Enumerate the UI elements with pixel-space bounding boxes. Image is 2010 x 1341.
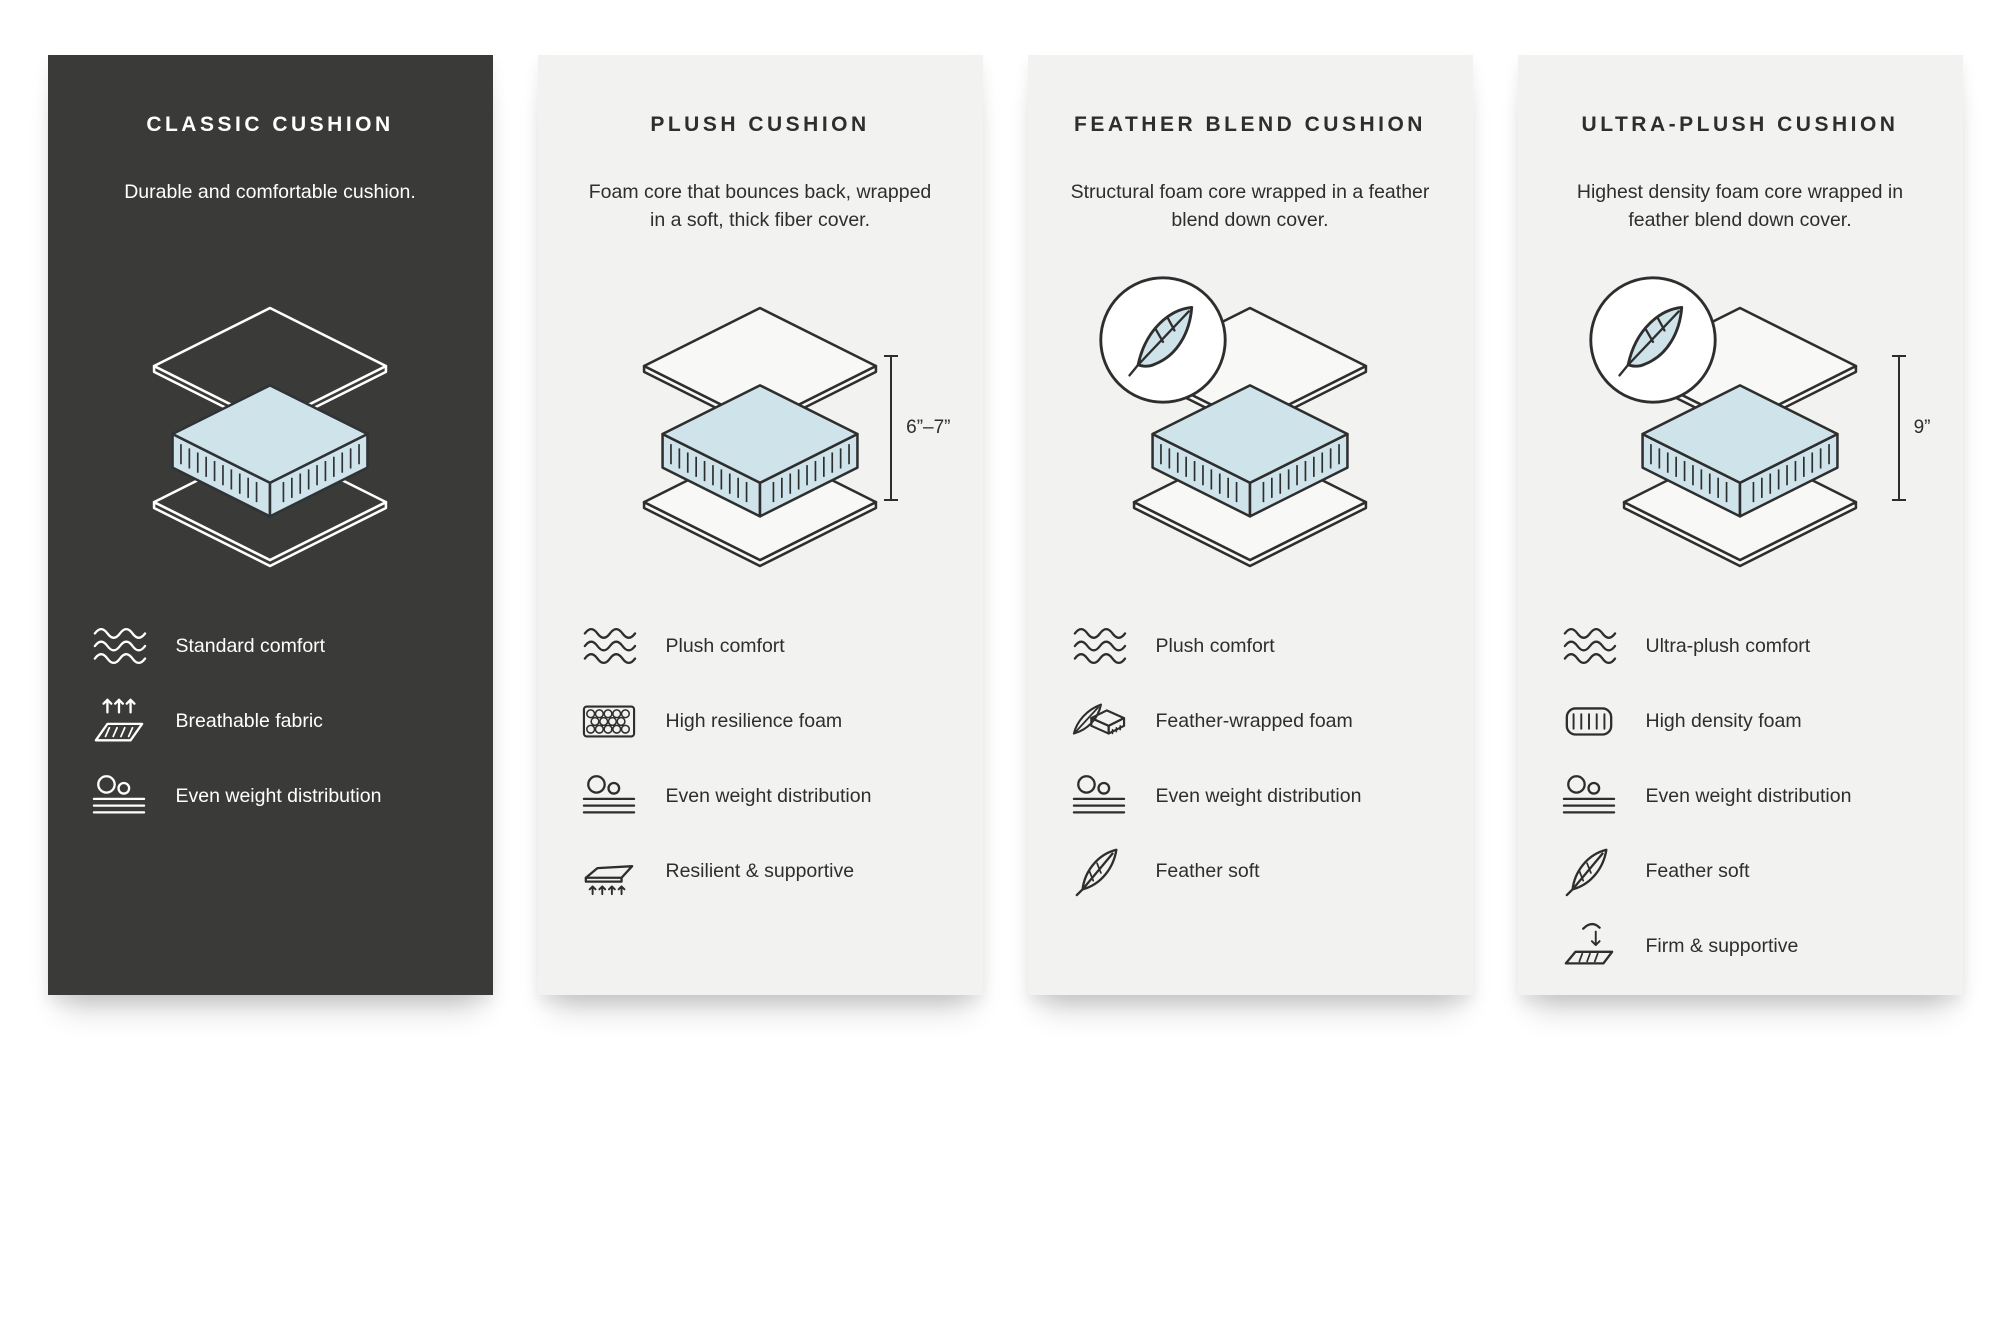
feature-label: Feather soft	[1155, 859, 1260, 882]
feature-label: Standard comfort	[175, 634, 326, 657]
feature-label: Even weight distribution	[175, 784, 382, 807]
waves-icon	[576, 619, 642, 673]
even-weight-icon	[1556, 769, 1622, 823]
cushion-illustration	[1066, 291, 1435, 583]
card-description: Durable and comfortable cushion.	[124, 181, 416, 203]
card-description: Foam core that bounces back, wrapped in …	[588, 181, 932, 231]
cushion-comparison-infographic: CLASSIC CUSHION Durable and comfortable …	[47, 55, 1963, 995]
density-foam-icon	[1556, 694, 1622, 748]
feather-foam-icon	[1066, 694, 1132, 748]
waves-icon	[1066, 619, 1132, 673]
feature-row: Resilient & supportive	[576, 844, 945, 898]
feature-row: Firm & supportive	[1556, 919, 1925, 973]
even-weight-icon	[1066, 769, 1132, 823]
cushion-layers-graphic	[634, 304, 886, 570]
feature-row: High resilience foam	[576, 694, 945, 748]
feature-row: Even weight distribution	[576, 769, 945, 823]
waves-icon	[1556, 619, 1622, 673]
waves-icon	[86, 619, 152, 673]
feature-label: High resilience foam	[665, 709, 843, 732]
feature-row: High density foam	[1556, 694, 1925, 748]
feature-label: Even weight distribution	[665, 784, 872, 807]
card-classic-cushion: CLASSIC CUSHION Durable and comfortable …	[47, 55, 493, 995]
feature-row: Even weight distribution	[1066, 769, 1435, 823]
cushion-illustration: 6”–7”	[576, 291, 951, 583]
feature-row: Standard comfort	[86, 619, 455, 673]
feature-label: Breathable fabric	[175, 709, 323, 732]
height-label: 9”	[1913, 417, 1931, 438]
resilient-icon	[576, 844, 642, 898]
feature-row: Feather-wrapped foam	[1066, 694, 1435, 748]
feature-row: Breathable fabric	[86, 694, 455, 748]
feature-label: Even weight distribution	[1155, 784, 1362, 807]
feature-list: Ultra-plush comfort High density foam Ev…	[1556, 619, 1925, 973]
measure-line	[884, 355, 899, 501]
feature-list: Plush comfort High resilience foam Even …	[576, 619, 945, 898]
card-title: CLASSIC CUSHION	[146, 113, 394, 136]
even-weight-icon	[576, 769, 642, 823]
card-feather-blend-cushion: FEATHER BLEND CUSHION Structural foam co…	[1027, 55, 1473, 995]
feature-list: Standard comfort Breathable fabric Even …	[86, 619, 455, 823]
feature-label: Plush comfort	[665, 634, 785, 657]
card-description: Structural foam core wrapped in a feathe…	[1070, 181, 1430, 231]
measure-line	[1891, 355, 1906, 501]
feature-label: High density foam	[1645, 709, 1802, 732]
height-indicator: 9”	[1891, 353, 1931, 503]
feature-label: Resilient & supportive	[665, 859, 855, 882]
feather-badge-icon	[1586, 273, 1720, 407]
even-weight-icon	[86, 769, 152, 823]
feature-row: Feather soft	[1556, 844, 1925, 898]
card-ultra-plush-cushion: ULTRA-PLUSH CUSHION Highest density foam…	[1517, 55, 1963, 995]
feature-row: Ultra-plush comfort	[1556, 619, 1925, 673]
card-description: Highest density foam core wrapped in fea…	[1576, 181, 1904, 231]
firm-icon	[1556, 919, 1622, 973]
feature-label: Firm & supportive	[1645, 934, 1799, 957]
feature-label: Ultra-plush comfort	[1645, 634, 1811, 657]
feature-list: Plush comfort Feather-wrapped foam Even …	[1066, 619, 1435, 898]
feature-label: Plush comfort	[1155, 634, 1275, 657]
feature-label: Feather soft	[1645, 859, 1750, 882]
feather-icon	[1556, 844, 1622, 898]
cushion-illustration	[86, 291, 455, 583]
feature-label: Feather-wrapped foam	[1155, 709, 1353, 732]
card-title: PLUSH CUSHION	[650, 113, 870, 136]
feather-icon	[1066, 844, 1132, 898]
foam-bubbles-icon	[576, 694, 642, 748]
height-label: 6”–7”	[906, 417, 951, 438]
feature-row: Even weight distribution	[86, 769, 455, 823]
feature-row: Plush comfort	[1066, 619, 1435, 673]
feature-row: Feather soft	[1066, 844, 1435, 898]
card-title: ULTRA-PLUSH CUSHION	[1581, 113, 1899, 136]
feature-row: Plush comfort	[576, 619, 945, 673]
cushion-illustration: 9”	[1556, 291, 1931, 583]
feature-row: Even weight distribution	[1556, 769, 1925, 823]
height-indicator: 6”–7”	[883, 353, 951, 503]
feather-badge-icon	[1096, 273, 1230, 407]
cushion-layers-graphic	[144, 304, 396, 570]
card-title: FEATHER BLEND CUSHION	[1074, 113, 1426, 136]
breathable-icon	[86, 694, 152, 748]
card-plush-cushion: PLUSH CUSHION Foam core that bounces bac…	[537, 55, 983, 995]
feature-label: Even weight distribution	[1645, 784, 1852, 807]
